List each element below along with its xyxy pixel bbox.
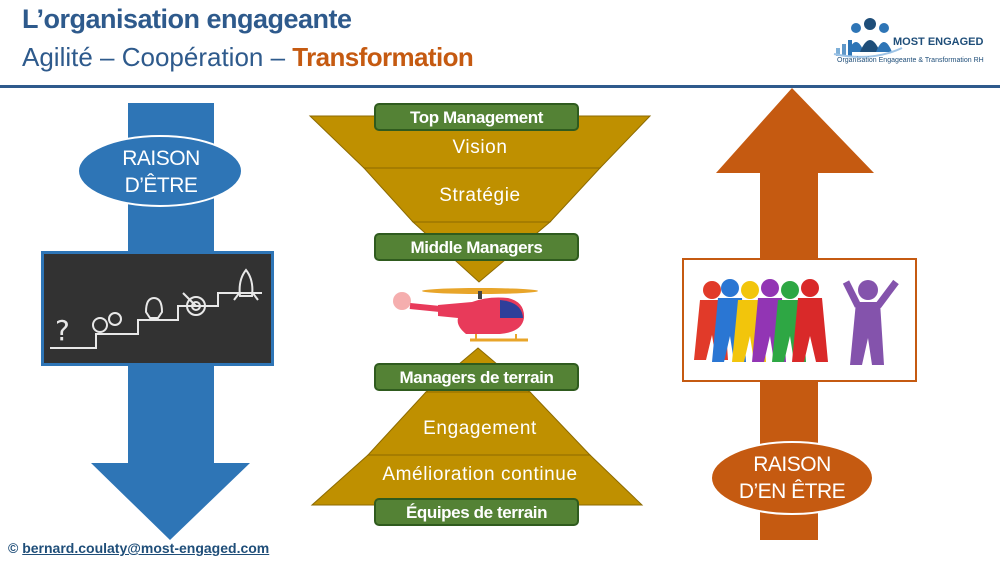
logo-people-icon xyxy=(833,18,903,58)
funnel-label-vision: Vision xyxy=(452,137,508,158)
funnel-label-strategie: Stratégie xyxy=(439,185,521,206)
people-image xyxy=(682,258,917,382)
subtitle-accent: Transformation xyxy=(292,42,474,72)
raison-detre-label: RAISON D’ÊTRE xyxy=(92,145,230,199)
pyramid-level-amelioration xyxy=(310,454,644,506)
badge-top-management: Top Management xyxy=(374,103,579,131)
helicopter-icon xyxy=(393,288,538,342)
subtitle-prefix: Agilité – Coopération – xyxy=(22,42,293,72)
svg-text:?: ? xyxy=(55,314,70,347)
pyramid-label-engagement: Engagement xyxy=(423,418,537,439)
header-divider xyxy=(0,85,1000,88)
badge-equipes-de-terrain: Équipes de terrain xyxy=(374,498,579,526)
footer-credit: © bernard.coulaty@most-engaged.com xyxy=(8,540,269,556)
copyright-symbol: © xyxy=(8,540,19,556)
badge-middle-managers: Middle Managers xyxy=(374,233,579,261)
logo-name: MOST ENGAGED xyxy=(893,36,984,48)
raison-detre-line2: D’ÊTRE xyxy=(124,174,198,197)
raison-den-etre-label: RAISON D’EN ÊTRE xyxy=(722,451,862,505)
raison-den-etre-oval xyxy=(710,441,874,515)
chalkboard-image: ? xyxy=(41,251,274,366)
footer-email-link[interactable]: bernard.coulaty@most-engaged.com xyxy=(22,540,270,556)
raison-detre-line1: RAISON xyxy=(122,147,200,170)
raison-detre-oval xyxy=(77,135,243,207)
raison-den-etre-line2: D’EN ÊTRE xyxy=(738,480,846,503)
badge-managers-de-terrain: Managers de terrain xyxy=(374,363,579,391)
raison-den-etre-line1: RAISON xyxy=(753,453,831,476)
logo-tagline: Organisation Engageante & Transformation… xyxy=(837,57,984,64)
page-title: L’organisation engageante xyxy=(22,4,352,34)
pyramid-label-amelioration: Amélioration continue xyxy=(382,464,578,485)
page-subtitle: Agilité – Coopération – Transformation xyxy=(22,42,474,73)
